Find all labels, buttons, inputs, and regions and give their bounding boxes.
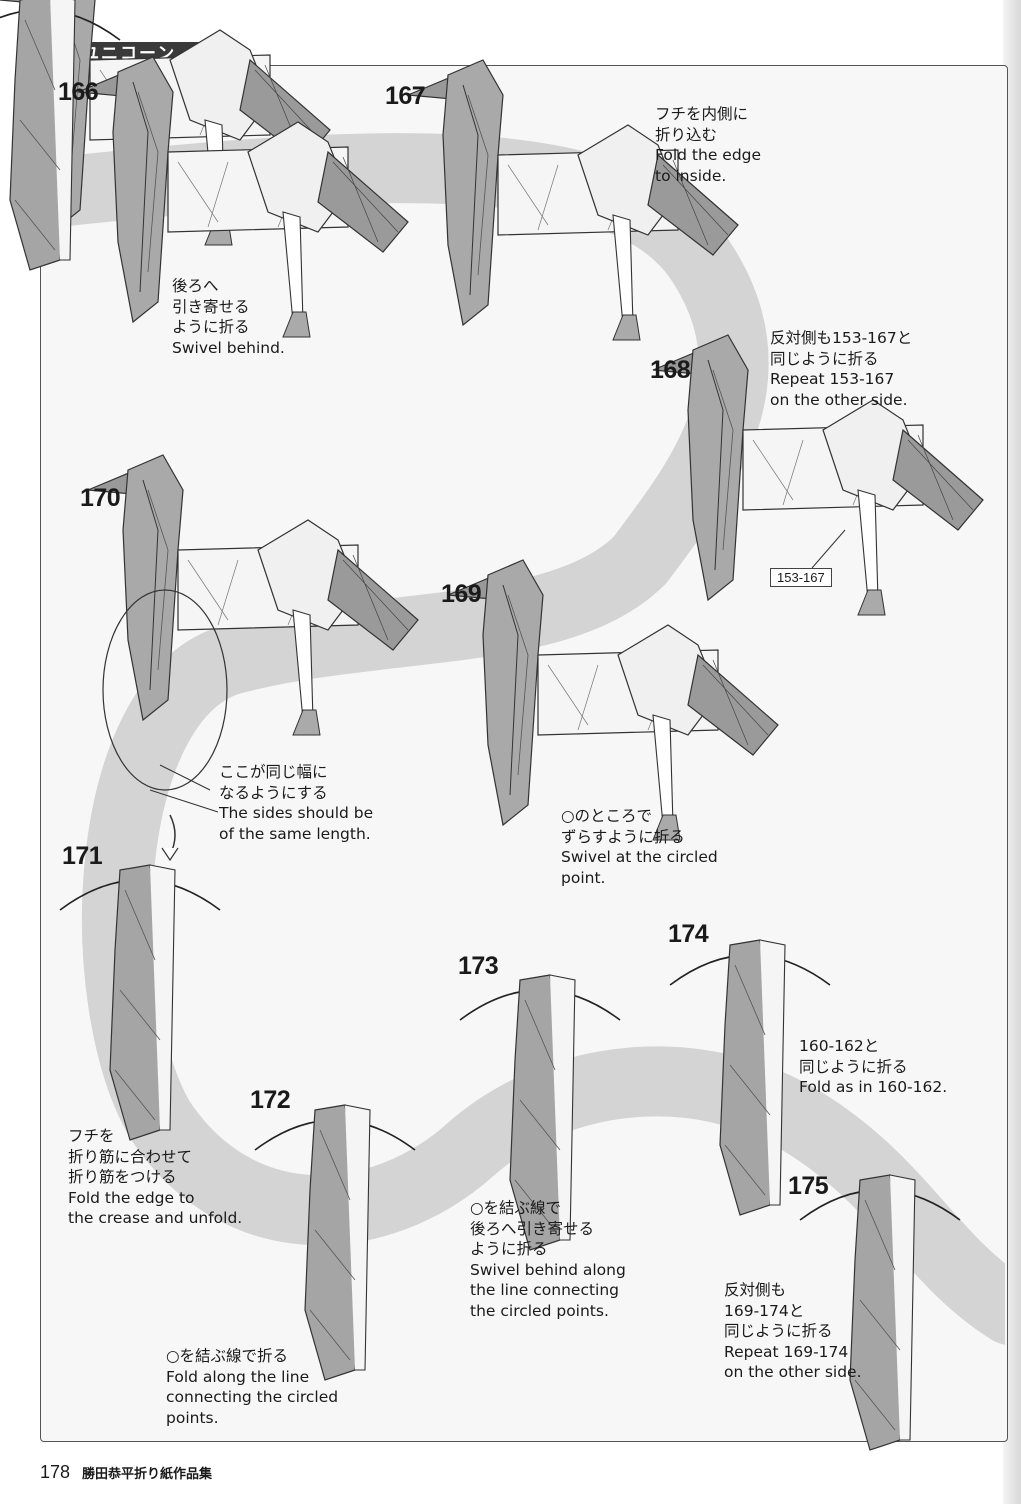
page-footer: 178 勝田恭平折り紙作品集 bbox=[40, 1462, 212, 1483]
book-title: 勝田恭平折り紙作品集 bbox=[82, 1467, 213, 1482]
highlight-ellipse bbox=[102, 589, 228, 791]
step-number-170: 170 bbox=[80, 484, 121, 512]
step-number-169: 169 bbox=[441, 580, 482, 608]
sequence-ribbon bbox=[41, 133, 1005, 1345]
reference-label-153-167: 153-167 bbox=[770, 568, 832, 587]
step-number-173: 173 bbox=[458, 952, 499, 980]
step-number-174: 174 bbox=[668, 920, 709, 948]
step-number-171: 171 bbox=[62, 842, 103, 870]
step-number-175: 175 bbox=[788, 1172, 829, 1200]
page-number: 178 bbox=[40, 1462, 71, 1482]
neck-closeup bbox=[0, 0, 121, 271]
step-number-168: 168 bbox=[650, 356, 691, 384]
step-number-167: 167 bbox=[385, 82, 426, 110]
step-number-166: 166 bbox=[58, 78, 99, 106]
step-number-172: 172 bbox=[250, 1086, 291, 1114]
